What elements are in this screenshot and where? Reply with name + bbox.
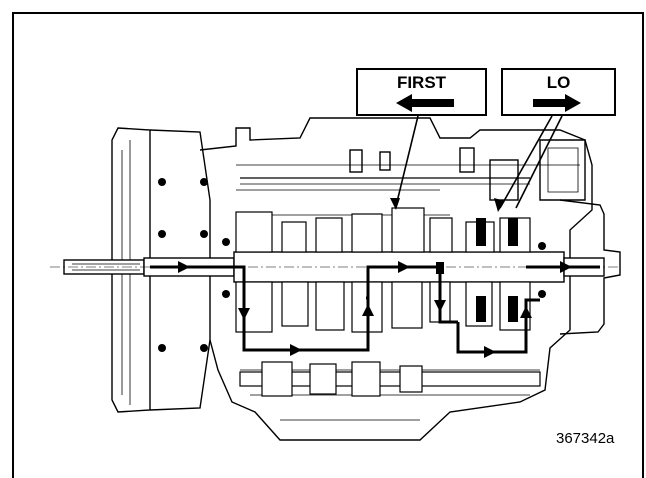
arrow-right-icon [533,94,581,112]
flow-arrows [178,261,572,358]
arrow-left-icon [396,94,454,112]
first-gear-callout: FIRST [356,68,487,116]
countershaft [239,361,541,397]
bolt-heads [158,178,546,352]
frame-border-top [12,12,644,14]
frame-border-right [642,12,644,478]
lo-range-callout: LO [501,68,616,116]
upper-gear-row [235,207,531,253]
figure-id: 367342a [556,430,615,447]
frame-border-left [12,12,14,478]
leader-arrowheads [390,198,505,212]
callout-leaders [395,115,563,209]
first-gear-label: FIRST [396,73,447,92]
lo-range-label: LO [546,73,571,92]
